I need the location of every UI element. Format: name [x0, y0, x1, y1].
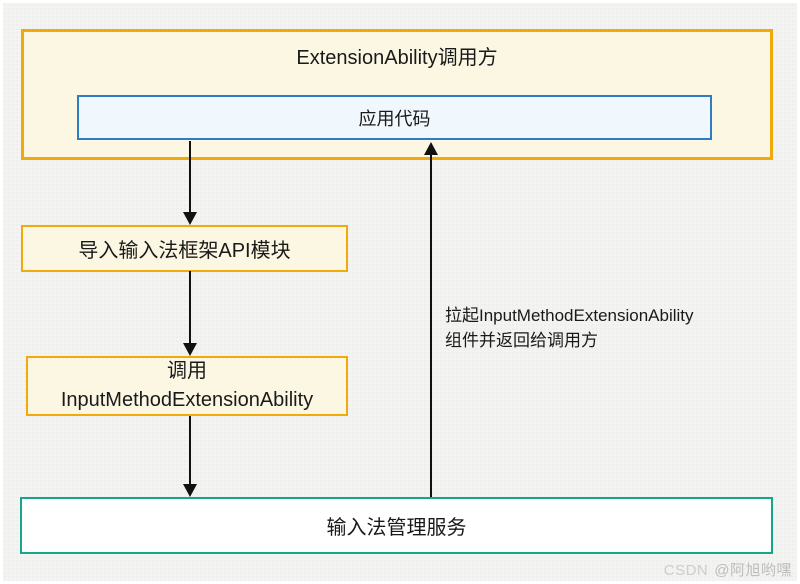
arrow-down-icon [183, 212, 197, 225]
arrow-up-icon [424, 142, 438, 155]
extensionability-caller-box: ExtensionAbility调用方 应用代码 [21, 29, 773, 160]
return-arrow-annotation: 拉起InputMethodExtensionAbility 组件并返回给调用方 [445, 306, 694, 350]
call-inputmethodextensionability-box: 调用 InputMethodExtensionAbility [26, 356, 348, 416]
app-code-box: 应用代码 [77, 95, 712, 140]
caller-box-title: ExtensionAbility调用方 [296, 47, 498, 69]
arrow-line [189, 141, 191, 213]
watermark-author: @阿旭哟嘿 [714, 562, 792, 579]
arrow-line [189, 271, 191, 344]
arrow-line [189, 416, 191, 485]
arrow-down-icon [183, 484, 197, 497]
watermark: CSDN @阿旭哟嘿 [664, 559, 792, 580]
input-method-service-box: 输入法管理服务 [20, 497, 773, 554]
arrow-down-icon [183, 343, 197, 356]
import-api-module-box: 导入输入法框架API模块 [21, 225, 348, 272]
watermark-brand: CSDN [663, 562, 709, 579]
arrow-line [430, 155, 432, 497]
